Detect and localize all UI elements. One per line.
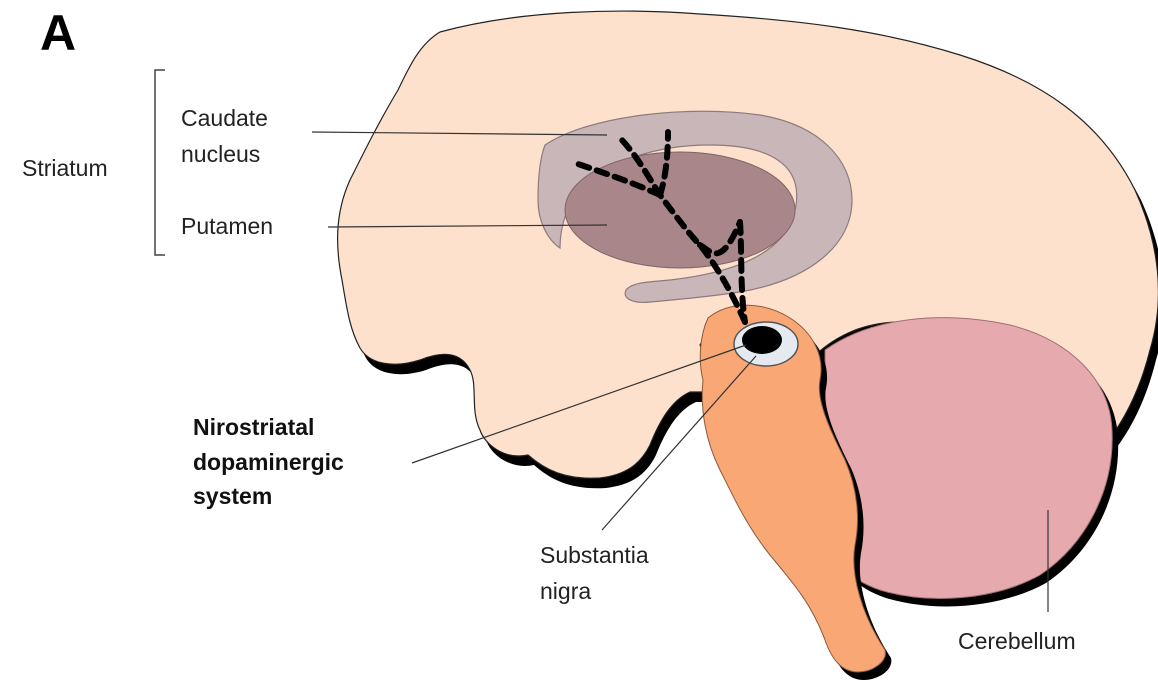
cerebellum-label: Cerebellum <box>958 626 1076 657</box>
nigrostriatal-label-line2: dopaminergic <box>193 447 344 478</box>
nigrostriatal-label-line1: Nirostriatal <box>193 412 314 443</box>
nigrostriatal-label-line3: system <box>193 481 272 512</box>
striatum-label: Striatum <box>22 153 108 184</box>
substantia-nigra <box>742 326 782 354</box>
caudate-label-line1: Caudate <box>181 103 268 134</box>
striatum-bracket <box>155 70 165 255</box>
caudate-label-line2: nucleus <box>181 139 260 170</box>
putamen-label: Putamen <box>181 211 273 242</box>
panel-letter: A <box>40 4 76 62</box>
substantia-label-line2: nigra <box>540 576 591 607</box>
substantia-label-line1: Substantia <box>540 540 649 571</box>
